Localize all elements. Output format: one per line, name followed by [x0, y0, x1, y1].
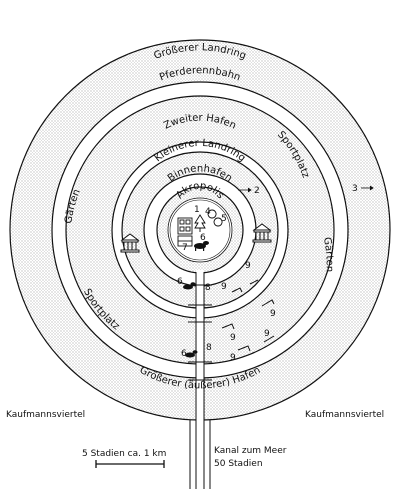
marker-6c: 6	[181, 349, 187, 359]
marker-9a: 9	[245, 261, 251, 271]
scale-bar	[95, 460, 165, 468]
tree-icon	[194, 209, 223, 232]
marker-9e: 9	[264, 329, 270, 339]
marker-9f: 9	[230, 353, 236, 363]
label-gaerten-right: Gärten	[321, 236, 335, 272]
label-kaufmann-right: Kaufmannsviertel	[305, 410, 384, 420]
label-kaufmann-left: Kaufmannsviertel	[6, 410, 85, 420]
marker-9b: 9	[221, 282, 227, 292]
marker-4: 4	[205, 207, 211, 217]
bridges	[188, 284, 212, 381]
marker-8b: 8	[206, 343, 212, 353]
marker-6a: 6	[200, 233, 206, 243]
marker-1: 1	[194, 205, 200, 215]
marker-3: 3	[352, 184, 358, 194]
wall-markers	[221, 279, 275, 352]
marker-2: 2	[254, 186, 260, 196]
marker-7: 7	[182, 243, 188, 253]
label-kanal-2: 50 Stadien	[214, 459, 263, 469]
label-scale: 5 Stadien ca. 1 km	[82, 449, 166, 459]
marker-8a: 8	[205, 283, 211, 293]
marker-9c: 9	[270, 309, 276, 319]
temple-icon	[120, 233, 140, 253]
horse-group-icon	[183, 241, 209, 358]
label-kanal-1: Kanal zum Meer	[214, 446, 287, 456]
numeric-markers: 1 2 3 4 5 6 6 6 7 8 8 9 9 9 9 9 9	[177, 184, 358, 363]
marker-9d: 9	[230, 333, 236, 343]
building-icon	[177, 217, 193, 247]
leader-lines	[238, 185, 374, 193]
marker-5: 5	[221, 214, 227, 224]
temple-icon	[252, 223, 272, 243]
marker-6b: 6	[177, 277, 183, 287]
